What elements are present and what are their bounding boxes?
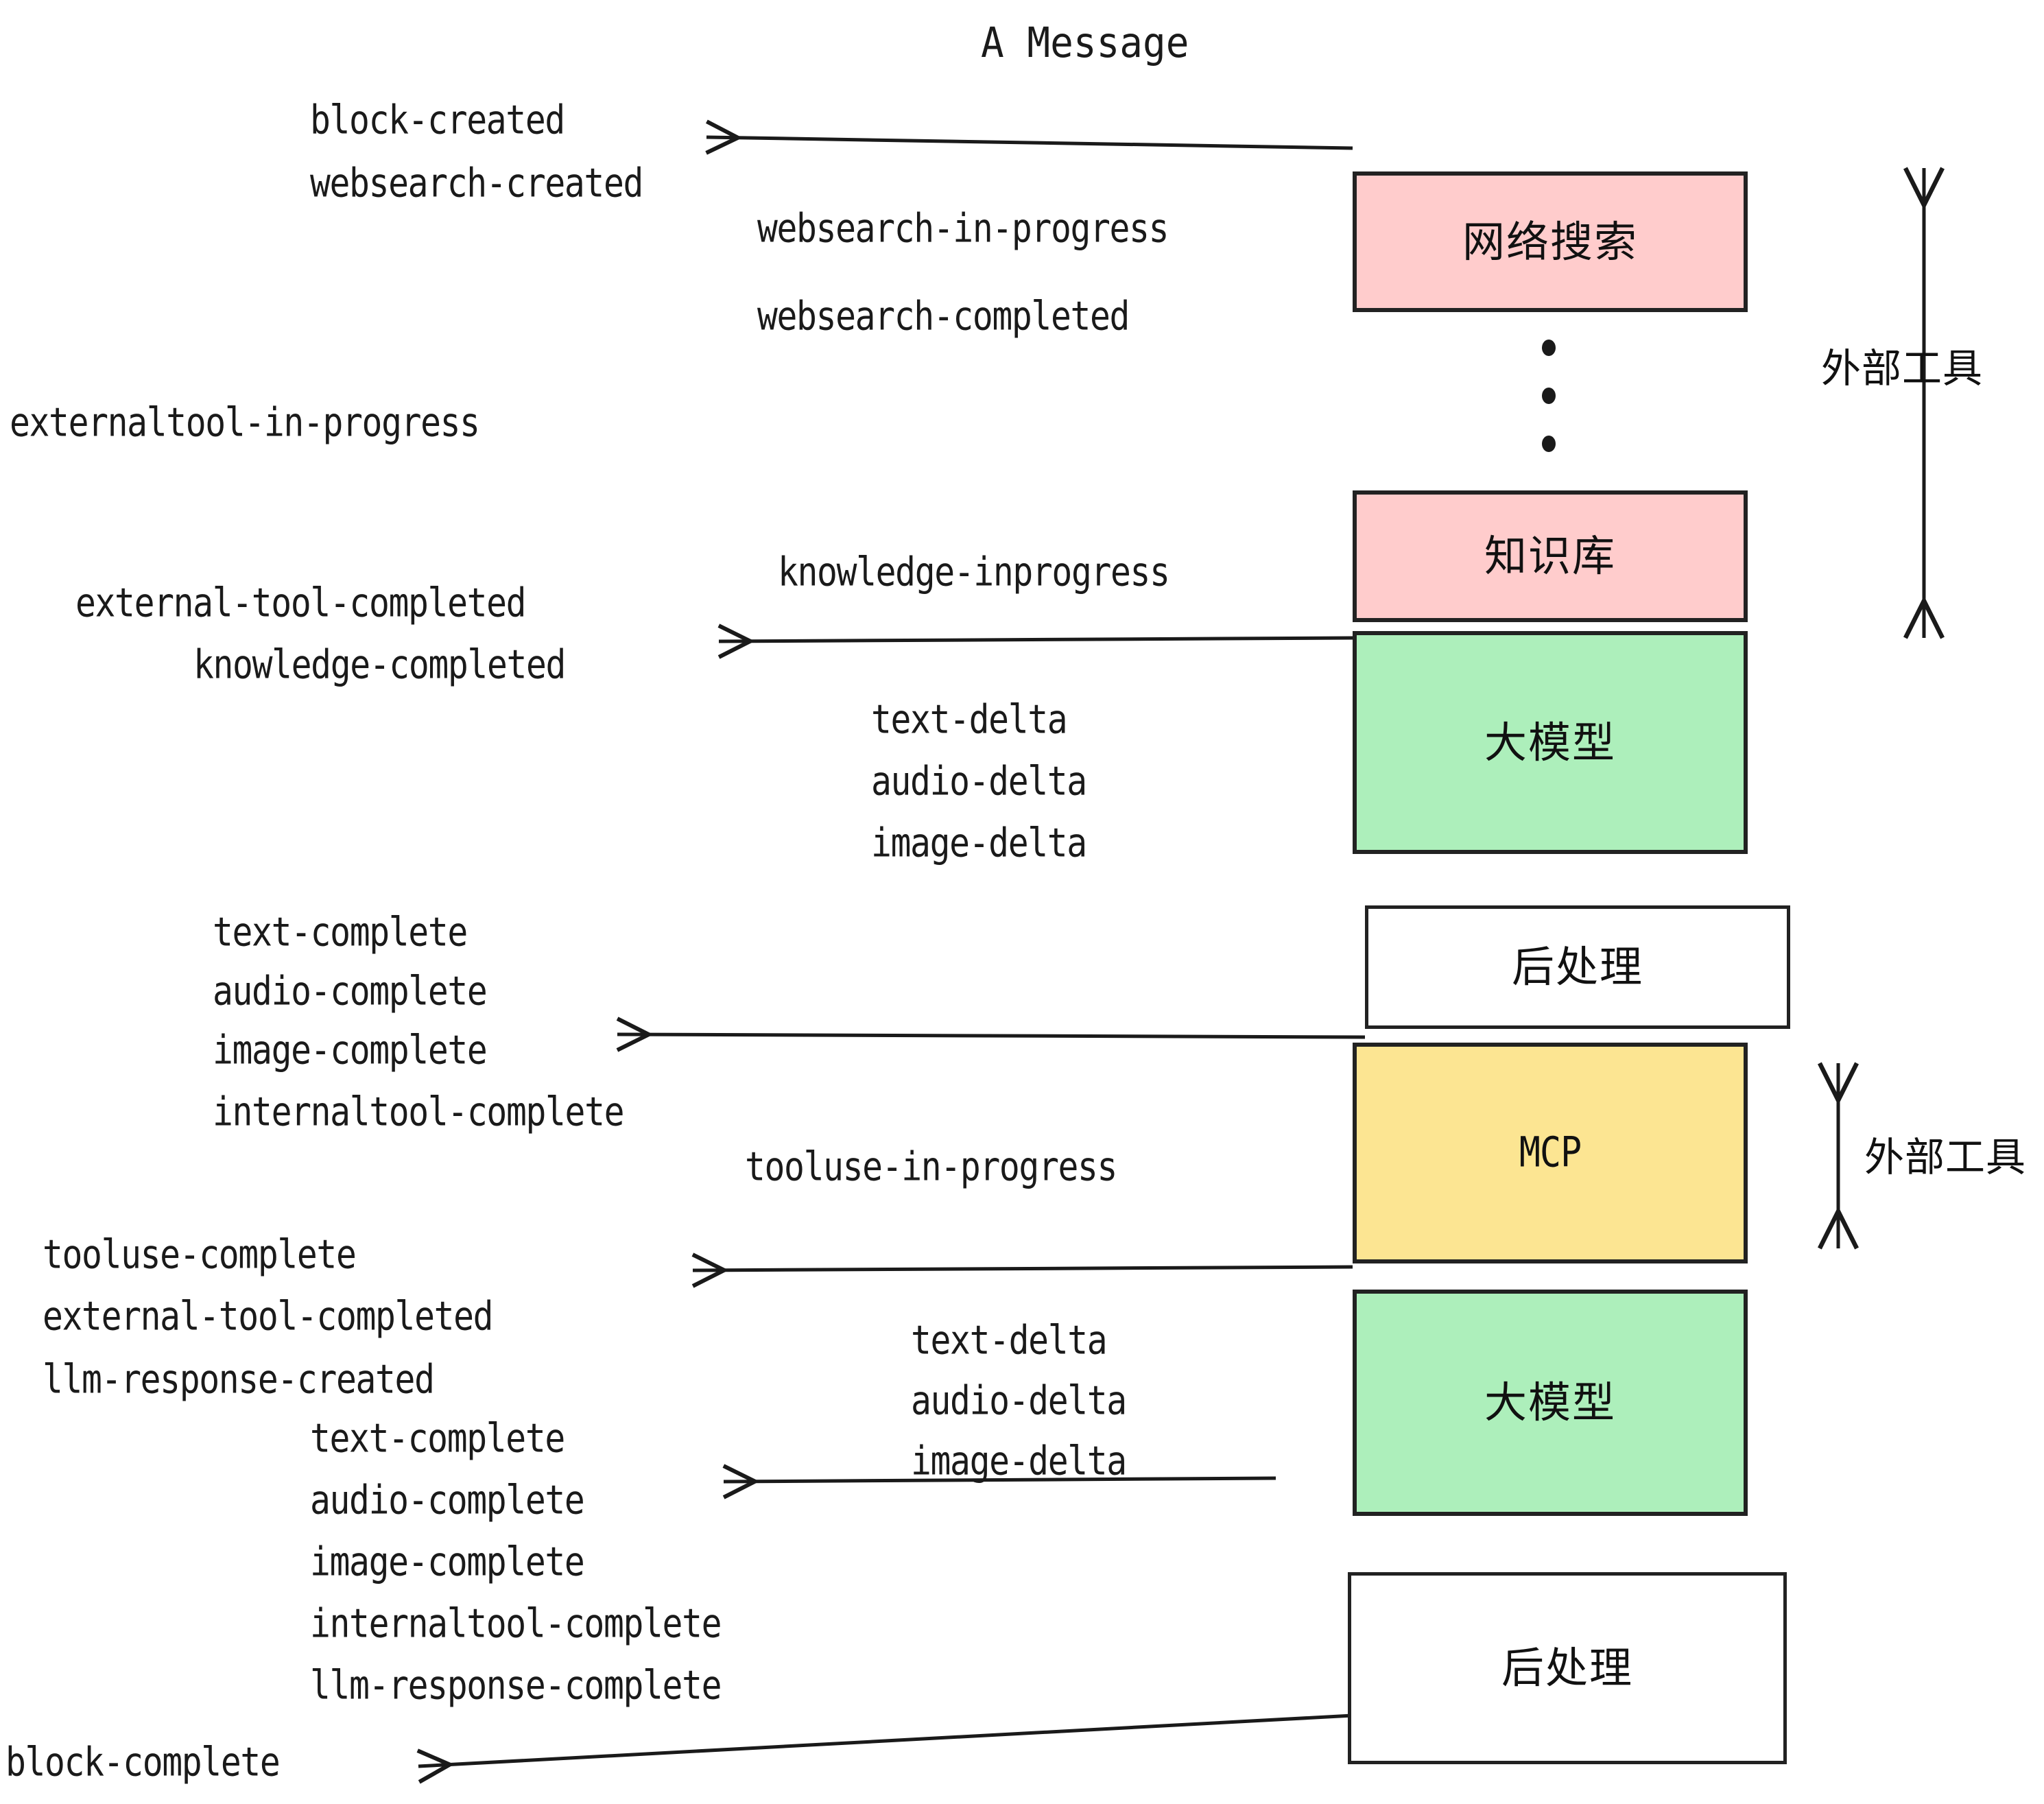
box-websearch[interactable]: 网络搜索 xyxy=(1353,171,1748,312)
event-text-complete-2: text-complete xyxy=(310,1414,565,1462)
event-text-delta-2: text-delta xyxy=(911,1316,1108,1364)
event-websearch-in-progress: websearch-in-progress xyxy=(757,204,1169,252)
event-websearch-created: websearch-created xyxy=(310,159,643,206)
event-internaltool-complete-1: internaltool-complete xyxy=(213,1088,625,1135)
event-image-delta-1: image-delta xyxy=(871,819,1087,866)
box-postprocess-2[interactable]: 后处理 xyxy=(1348,1572,1787,1764)
arrow-knowledge-to-completed xyxy=(719,638,1353,641)
event-knowledge-completed: knowledge-completed xyxy=(193,641,566,688)
event-image-complete-1: image-complete xyxy=(213,1026,488,1073)
event-audio-delta-1: audio-delta xyxy=(871,757,1087,805)
event-internaltool-complete-2: internaltool-complete xyxy=(310,1600,722,1647)
arrow-postprocess1-to-image-complete xyxy=(617,1034,1366,1037)
event-external-tool-completed-1: external-tool-completed xyxy=(75,579,527,626)
event-text-complete-1: text-complete xyxy=(213,908,468,956)
box-postprocess-2-label: 后处理 xyxy=(1501,1643,1633,1693)
box-postprocess-1-label: 后处理 xyxy=(1511,942,1643,992)
box-mcp-label: MCP xyxy=(1519,1128,1582,1177)
event-tooluse-in-progress: tooluse-in-progress xyxy=(745,1143,1117,1190)
event-image-delta-2: image-delta xyxy=(911,1437,1127,1484)
event-audio-complete-2: audio-complete xyxy=(310,1476,585,1523)
event-knowledge-inprogress: knowledge-inprogress xyxy=(778,548,1170,595)
side-label-external-tools-top: 外部工具 xyxy=(1821,345,1984,392)
box-llm-1[interactable]: 大模型 xyxy=(1353,631,1748,854)
box-llm-1-label: 大模型 xyxy=(1484,717,1616,768)
event-audio-delta-2: audio-delta xyxy=(911,1377,1127,1424)
event-llm-response-created: llm-response-created xyxy=(43,1355,435,1403)
event-external-tool-completed-2: external-tool-completed xyxy=(43,1292,494,1340)
arrow-websearch-to-created xyxy=(706,137,1353,148)
event-image-complete-2: image-complete xyxy=(310,1538,585,1585)
box-knowledge-label: 知识库 xyxy=(1484,531,1616,581)
event-text-delta-1: text-delta xyxy=(871,696,1068,743)
box-llm-2-label: 大模型 xyxy=(1484,1377,1616,1427)
box-knowledge[interactable]: 知识库 xyxy=(1353,490,1748,622)
ellipsis-dots xyxy=(1542,340,1556,484)
event-websearch-completed: websearch-completed xyxy=(757,292,1130,340)
box-websearch-label: 网络搜索 xyxy=(1462,216,1638,267)
event-externaltool-in-progress: externaltool-in-progress xyxy=(10,399,480,446)
side-label-external-tools-bottom: 外部工具 xyxy=(1864,1134,2027,1180)
event-block-created: block-created xyxy=(310,96,565,143)
diagram-title: A Message xyxy=(981,19,1189,68)
arrow-postprocess2-to-block-complete xyxy=(418,1713,1366,1766)
event-block-complete: block-complete xyxy=(5,1738,281,1785)
event-llm-response-complete: llm-response-complete xyxy=(310,1661,722,1709)
event-audio-complete-1: audio-complete xyxy=(213,967,488,1014)
box-postprocess-1[interactable]: 后处理 xyxy=(1365,905,1790,1029)
arrow-mcp-to-tooluse-complete xyxy=(693,1267,1353,1270)
box-mcp[interactable]: MCP xyxy=(1353,1043,1748,1263)
box-llm-2[interactable]: 大模型 xyxy=(1353,1290,1748,1516)
event-tooluse-complete: tooluse-complete xyxy=(43,1231,357,1278)
